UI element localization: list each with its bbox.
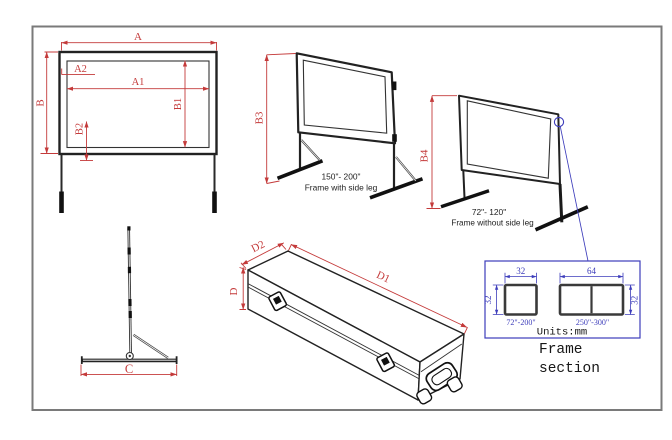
dim-label-b2: B2	[75, 123, 86, 135]
size-range-label: 72"- 120"	[472, 207, 506, 217]
frame-feet	[59, 191, 217, 213]
section-range-large: 250"-300"	[576, 318, 609, 327]
section-dim-height-left: 32	[483, 296, 493, 305]
case-wheel	[416, 388, 433, 405]
frame-foot	[369, 177, 424, 200]
dim-label-a2: A2	[74, 64, 87, 75]
detail-leader-line	[559, 126, 589, 262]
hinge-mark	[392, 134, 397, 142]
dim-a-extensions	[61, 42, 217, 51]
dim-b3-extensions	[266, 53, 296, 184]
dim-b4-extensions	[426, 95, 457, 209]
side-leg-brace-highlight	[395, 156, 417, 182]
base-hub-pin	[128, 354, 131, 358]
dim-label-a: A	[134, 31, 142, 43]
pole-cap	[127, 226, 131, 231]
view-caption: Frame without side leg	[451, 219, 534, 228]
size-range-label: 150"- 200"	[321, 172, 360, 182]
case-wheel	[446, 376, 463, 393]
dim-label-b4: B4	[419, 149, 431, 162]
drawing-border	[31, 25, 663, 411]
dim-label-d1: D1	[374, 269, 391, 286]
section-dim-width-small: 32	[516, 266, 525, 276]
frame-leg	[558, 183, 564, 223]
frame-foot	[534, 205, 589, 232]
front-view: A B A1 A2 B1 B2	[35, 31, 218, 213]
dim-label-a1: A1	[132, 77, 145, 88]
section-title-line2: section	[539, 361, 600, 377]
section-dim-width-large: 64	[587, 266, 597, 276]
section-dim-extensions	[492, 284, 504, 315]
frame-foot	[276, 159, 324, 180]
dim-label-b1: B1	[173, 98, 184, 110]
frame-section-detail: 32 64 32 32 72"-200" 250"-300" Units:mm …	[483, 260, 641, 377]
screen-inner-quad	[302, 59, 388, 134]
pole-hinge-marks	[127, 247, 132, 319]
view-caption: Frame with side leg	[305, 183, 378, 193]
case-latch	[376, 352, 396, 373]
frame-outer-quad	[458, 94, 561, 185]
hinge-mark	[391, 81, 397, 91]
screen-inner-quad	[466, 100, 552, 179]
dim-label-b: B	[35, 99, 47, 106]
folded-view: C	[80, 226, 178, 377]
dim-label-c: C	[125, 362, 133, 376]
case-end-seam	[420, 343, 463, 373]
section-units-label: Units:mm	[537, 327, 587, 339]
dim-a2-leader	[61, 68, 95, 76]
dim-label-d2: D2	[249, 238, 266, 255]
section-detail-box	[484, 260, 641, 339]
base-end-caps	[80, 356, 178, 364]
section-dim-height-right: 32	[629, 296, 639, 305]
frame-leg	[462, 170, 466, 198]
dim-d1-line	[290, 243, 468, 328]
section-profile-small	[503, 283, 538, 316]
screen-inner-rect	[66, 60, 210, 149]
frame-legs	[60, 154, 216, 213]
case-latch	[268, 291, 288, 312]
no-side-leg-view: B4 72"- 120" Frame without side leg	[419, 94, 589, 262]
detail-callout-circle	[553, 116, 565, 128]
dim-label-b3: B3	[253, 111, 265, 124]
folded-brace-highlight	[133, 334, 169, 359]
carry-case-view: D2 D1 D	[228, 238, 468, 405]
frame-foot	[440, 189, 490, 209]
dim-d2-line	[241, 242, 285, 266]
section-title-line1: Frame	[539, 342, 583, 358]
dim-label-d: D	[228, 287, 240, 295]
section-range-small: 72"-200"	[506, 318, 535, 327]
frame-outer-quad	[295, 52, 397, 145]
side-leg-brace-highlight	[301, 139, 321, 161]
side-leg-view: B3 150"- 200" Frame with side leg	[253, 52, 424, 200]
